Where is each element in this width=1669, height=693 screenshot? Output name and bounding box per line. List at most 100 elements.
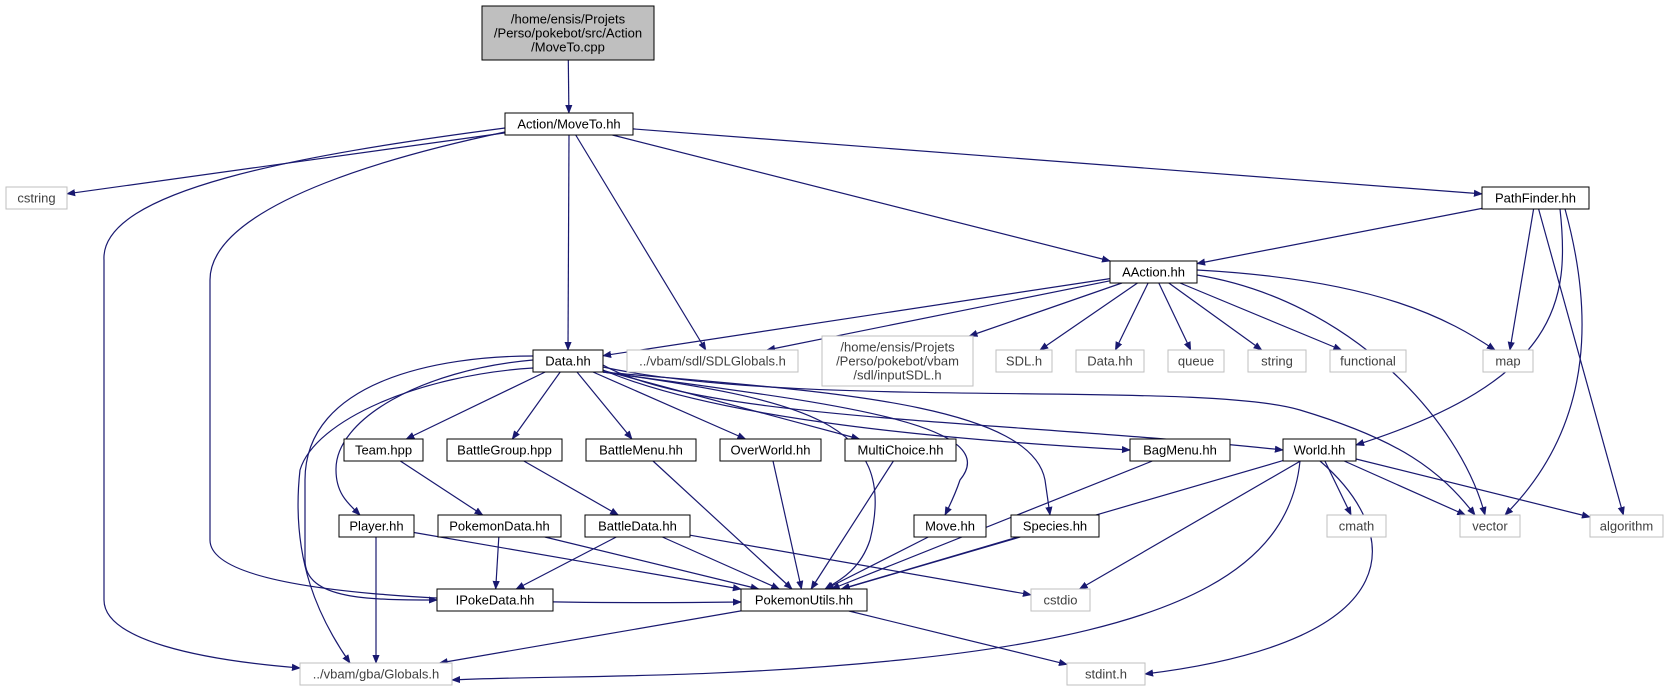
edge-data-to-battlemenu (576, 371, 633, 440)
node-box (446, 438, 563, 462)
node-box (1247, 349, 1307, 373)
edge-pokemondata-to-ipokedata (492, 536, 500, 590)
node-box (1075, 349, 1145, 373)
node-box (532, 349, 604, 373)
node-stdint: stdint.h (1066, 662, 1146, 686)
node-box (299, 662, 453, 686)
node-box (1109, 260, 1198, 284)
node-label: cstdio (1044, 593, 1078, 608)
node-multichoice[interactable]: MultiChoice.hh (844, 438, 957, 462)
node-overworld[interactable]: OverWorld.hh (719, 438, 822, 462)
node-battledata[interactable]: BattleData.hh (584, 514, 691, 538)
node-box (504, 112, 634, 136)
node-box (1030, 588, 1091, 612)
nodes-layer: /home/ensis/Projets/Perso/pokebot/src/Ac… (5, 5, 1664, 686)
edge-moveto_hh-to-globals (103, 127, 506, 671)
node-box (1329, 349, 1407, 373)
edge-bagmenu-to-pokemonutils (830, 460, 1153, 590)
edge-moveto_hh-to-sdlglobals (575, 134, 707, 351)
edge-world-to-stdint (1144, 460, 1373, 677)
node-functional: functional (1329, 349, 1407, 373)
node-team[interactable]: Team.hpp (343, 438, 424, 462)
node-moveto_hh[interactable]: Action/MoveTo.hh (504, 112, 634, 136)
edge-battledata-to-pokemonutils (662, 536, 781, 590)
edge-world-to-cstdio (1078, 460, 1301, 590)
node-box (1459, 514, 1521, 538)
node-box (343, 438, 424, 462)
node-label: /Perso/pokebot/vbam (836, 354, 959, 369)
node-map: map (1482, 349, 1534, 373)
node-label: BagMenu.hh (1143, 443, 1217, 458)
node-cstdio: cstdio (1030, 588, 1091, 612)
node-box (1167, 349, 1225, 373)
node-aaction[interactable]: AAction.hh (1109, 260, 1198, 284)
node-label: /home/ensis/Projets (511, 12, 626, 27)
node-bagmenu[interactable]: BagMenu.hh (1129, 438, 1231, 462)
node-player[interactable]: Player.hh (338, 514, 415, 538)
edge-data-to-vector (602, 366, 1476, 516)
node-box (1481, 186, 1590, 210)
node-label: cmath (1339, 519, 1374, 534)
node-label: /Perso/pokebot/src/Action (494, 26, 642, 41)
node-box (844, 438, 957, 462)
edge-pokemonutils-to-stdint (848, 610, 1068, 666)
edge-species-to-pokemonutils (840, 536, 1018, 591)
node-label: cstring (17, 191, 55, 206)
edge-overworld-to-pokemonutils (772, 460, 804, 590)
edge-team-to-pokemondata (399, 460, 484, 516)
node-pathfinder[interactable]: PathFinder.hh (1481, 186, 1590, 210)
node-move[interactable]: Move.hh (913, 514, 987, 538)
node-species[interactable]: Species.hh (1010, 514, 1100, 538)
node-battlemenu[interactable]: BattleMenu.hh (585, 438, 697, 462)
node-root: /home/ensis/Projets/Perso/pokebot/src/Ac… (481, 5, 655, 61)
node-inputsdl: /home/ensis/Projets/Perso/pokebot/vbam/s… (821, 335, 974, 387)
edge-aaction-to-map (1196, 269, 1496, 351)
edge-aaction-to-functional (1179, 282, 1343, 351)
node-box (821, 335, 974, 387)
node-box (1482, 349, 1534, 373)
edge-moveto_hh-to-data (564, 134, 572, 351)
node-queue: queue (1167, 349, 1225, 373)
edge-aaction-to-data (602, 278, 1111, 359)
edge-world-to-vector (1343, 460, 1467, 516)
node-box (1589, 514, 1664, 538)
edge-data-to-globals (297, 367, 534, 664)
node-cmath: cmath (1326, 514, 1387, 538)
node-box (585, 438, 697, 462)
node-box (1010, 514, 1100, 538)
edge-pokemondata-to-pokemonutils (544, 536, 760, 591)
node-label: ../vbam/sdl/SDLGlobals.h (639, 354, 786, 369)
node-ipokedata[interactable]: IPokeData.hh (436, 588, 554, 612)
node-pokemondata[interactable]: PokemonData.hh (437, 514, 562, 538)
node-box (995, 349, 1053, 373)
node-label: SDL.h (1006, 354, 1042, 369)
edge-data-to-move (602, 371, 968, 516)
node-box (481, 5, 655, 61)
node-label: IPokeData.hh (456, 593, 535, 608)
node-data[interactable]: Data.hh (532, 349, 604, 373)
node-pokemonutils[interactable]: PokemonUtils.hh (740, 588, 868, 612)
node-label: MultiChoice.hh (858, 443, 944, 458)
node-battlegroup[interactable]: BattleGroup.hpp (446, 438, 563, 462)
node-vector: vector (1459, 514, 1521, 538)
node-box (1066, 662, 1146, 686)
node-label: /sdl/inputSDL.h (853, 368, 941, 383)
node-world[interactable]: World.hh (1282, 438, 1357, 462)
edge-pokemonutils-to-globals (438, 610, 742, 666)
edge-pathfinder-to-map (1507, 208, 1535, 351)
edge-world-to-globals (451, 460, 1301, 684)
edge-battledata-to-ipokedata (515, 536, 617, 590)
edge-data-to-player (335, 359, 534, 516)
edge-move-to-pokemonutils (824, 536, 929, 590)
node-label: BattleData.hh (598, 519, 677, 534)
node-cstring: cstring (5, 186, 68, 210)
node-label: map (1495, 354, 1520, 369)
node-label: Species.hh (1023, 519, 1087, 534)
node-label: Action/MoveTo.hh (517, 117, 620, 132)
node-label: queue (1178, 354, 1214, 369)
node-box (1326, 514, 1387, 538)
edge-battlemenu-to-pokemonutils (652, 460, 793, 590)
node-label: BattleGroup.hpp (457, 443, 552, 458)
node-label: BattleMenu.hh (599, 443, 683, 458)
